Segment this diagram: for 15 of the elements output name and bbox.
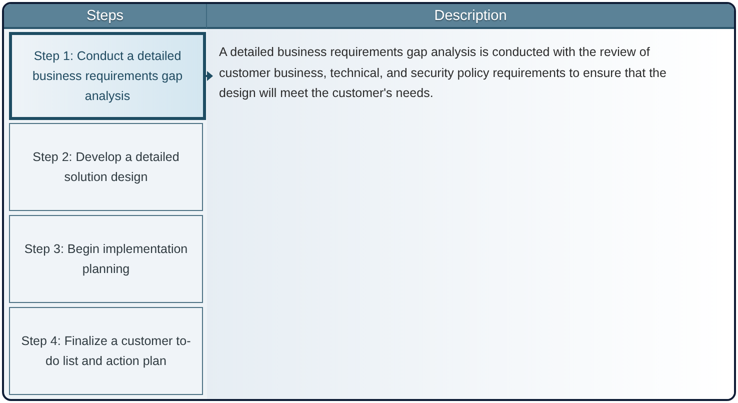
header-label: Steps: [86, 8, 124, 24]
step-box: [9, 123, 203, 211]
pointer-arrow: [206, 71, 213, 81]
description-text: A detailed business requirements gap analysis is conducted with the review of customer business, technical, and security policy requirements to ensure that the design will meet the customer's needs.: [219, 44, 668, 102]
step-label: Step 2: Develop a detailed solution design: [32, 149, 180, 186]
selected-step-box: [9, 32, 206, 120]
step-box: [9, 307, 203, 395]
step-label: Step 1: Conduct a detailed business requirements gap analysis: [31, 48, 184, 105]
description-panel: [207, 29, 734, 399]
step-label: Step 3: Begin implementation planning: [23, 241, 189, 278]
column-header: [4, 4, 207, 29]
column-header: [207, 4, 734, 29]
step-label: Step 4: Finalize a customer to-do list and action plan: [20, 333, 192, 370]
header-label: Description: [434, 8, 507, 24]
step-box: [9, 215, 203, 303]
